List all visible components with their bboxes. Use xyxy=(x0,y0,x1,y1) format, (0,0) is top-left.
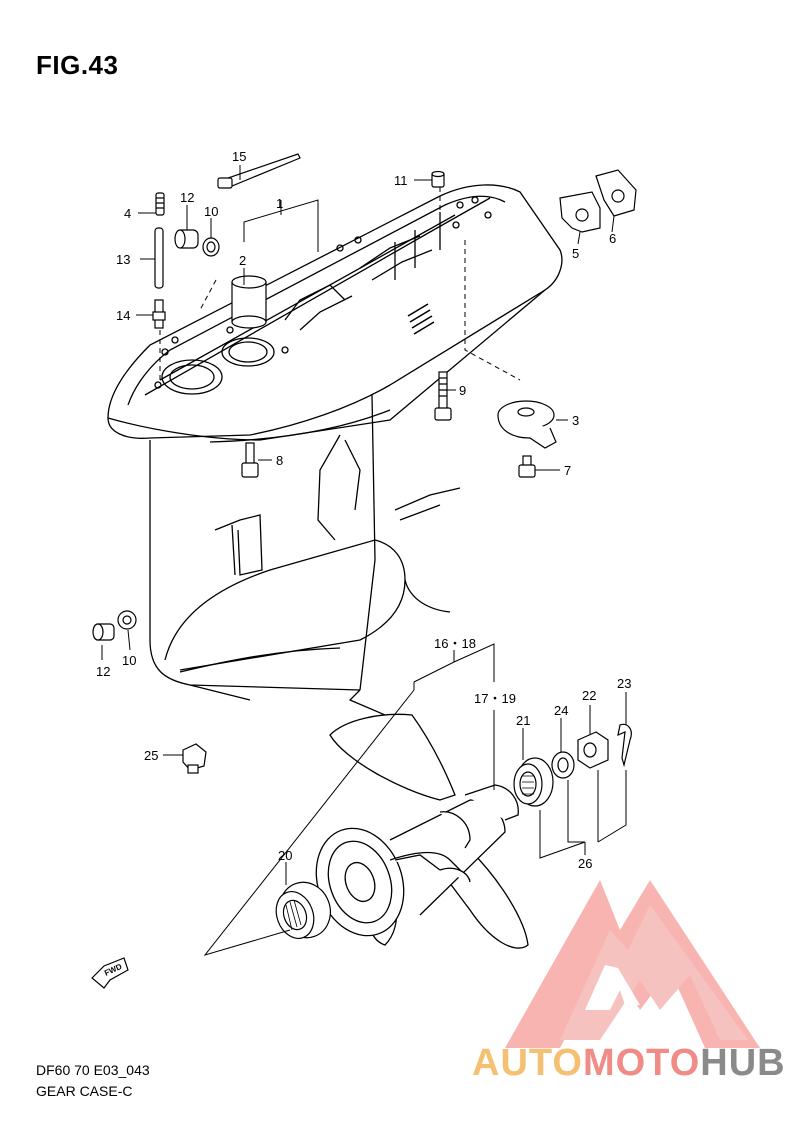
callout-6: 6 xyxy=(609,231,616,246)
callout-10-lower: 10 xyxy=(122,653,136,668)
callout-13: 13 xyxy=(116,252,130,267)
watermark-logo xyxy=(505,880,760,1048)
part-15-strap xyxy=(217,153,301,189)
gear-case-housing xyxy=(107,184,563,731)
part-12-10-plug-top xyxy=(174,229,220,257)
part-24-washer xyxy=(551,751,575,779)
part-3-anode xyxy=(497,400,557,449)
part-22-nut xyxy=(577,731,609,769)
callout-15: 15 xyxy=(232,149,246,164)
callout-12-top: 12 xyxy=(180,190,194,205)
callout-21: 21 xyxy=(516,713,530,728)
part-2-bushing xyxy=(231,275,267,329)
callout-7: 7 xyxy=(564,463,571,478)
callout-4: 4 xyxy=(124,206,131,221)
callout-3: 3 xyxy=(572,413,579,428)
figure-code: DF60 70 E03_043 xyxy=(36,1062,150,1078)
fwd-arrow-badge: FWD xyxy=(91,957,129,989)
propeller xyxy=(315,713,529,949)
callout-24: 24 xyxy=(554,703,568,718)
callout-16-18: 16・18 xyxy=(434,636,476,651)
callout-numbers: 1 2 3 4 5 6 7 8 9 10 10 11 12 12 13 14 1… xyxy=(96,149,631,871)
callout-22: 22 xyxy=(582,688,596,703)
part-25-plug xyxy=(182,743,207,774)
part-21-spline-hub xyxy=(513,757,554,807)
figure-name: GEAR CASE-C xyxy=(36,1083,133,1099)
part-4-13-14-stud xyxy=(152,192,166,329)
part-8-bolt xyxy=(241,442,259,478)
callout-23: 23 xyxy=(617,676,631,691)
callout-8: 8 xyxy=(276,453,283,468)
callout-9: 9 xyxy=(459,383,466,398)
callout-5: 5 xyxy=(572,246,579,261)
part-23-cotter-pin xyxy=(617,723,632,768)
callout-11: 11 xyxy=(394,173,408,188)
callout-26: 26 xyxy=(578,856,592,871)
watermark-auto: AUTO xyxy=(472,1042,583,1084)
callout-2: 2 xyxy=(239,253,246,268)
callout-20: 20 xyxy=(278,848,292,863)
part-5-6-bracket xyxy=(559,169,637,233)
callout-25: 25 xyxy=(144,748,158,763)
callout-14: 14 xyxy=(116,308,130,323)
callout-12-lower: 12 xyxy=(96,664,110,679)
watermark-moto: MOTO xyxy=(582,1042,701,1084)
figure-title: FIG.43 xyxy=(36,50,119,80)
callout-1: 1 xyxy=(276,196,283,211)
part-9-bolt xyxy=(434,371,452,421)
part-11-pin xyxy=(431,170,445,188)
callout-10-top: 10 xyxy=(204,204,218,219)
watermark-hub: HUB xyxy=(700,1042,786,1084)
part-12-10-plug-lower xyxy=(92,610,137,641)
callout-17-19: 17・19 xyxy=(474,691,516,706)
part-7-bolt xyxy=(518,455,536,478)
watermark-text: AUTOMOTOHUB xyxy=(472,1042,786,1085)
part-20-thrust-hub xyxy=(275,881,331,939)
callout-lines xyxy=(101,165,627,956)
